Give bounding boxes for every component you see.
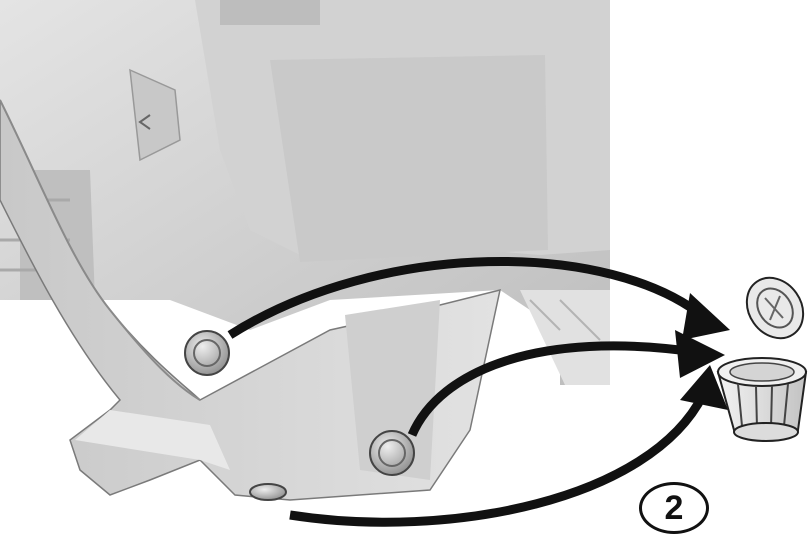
access-plug-upper	[185, 331, 229, 375]
filter-basket-icon	[718, 358, 806, 441]
step-number-badge: 2	[639, 482, 709, 534]
step-number: 2	[665, 491, 684, 525]
access-plug-lower	[370, 431, 414, 475]
filter-cap-icon	[735, 267, 812, 349]
access-plug-bottom	[250, 484, 286, 500]
